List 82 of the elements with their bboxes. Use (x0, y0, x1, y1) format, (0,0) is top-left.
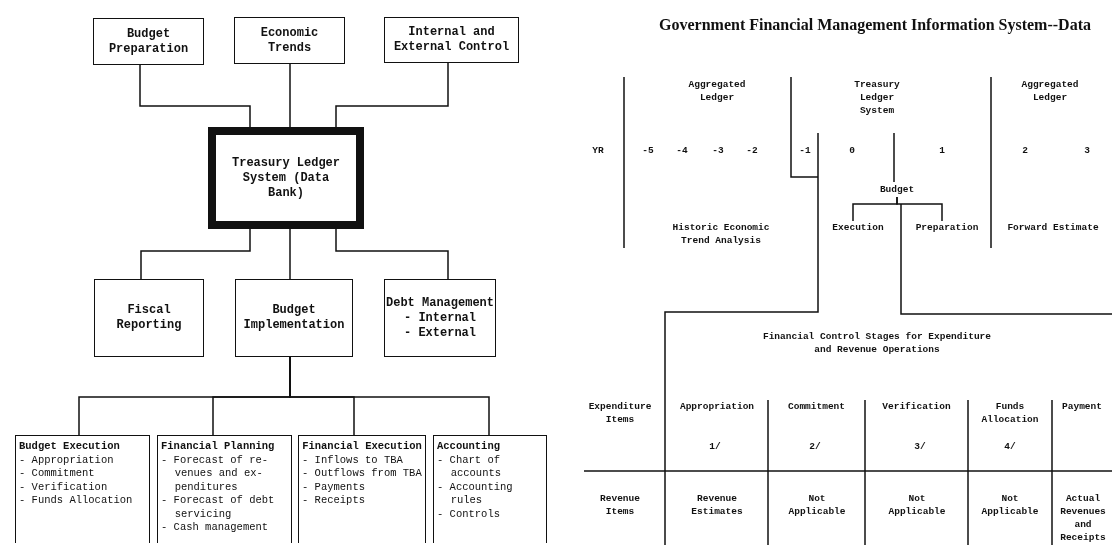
list-item: - Funds Allocation (19, 494, 134, 508)
table-cell-text: Not Applicable (787, 492, 847, 518)
data-bank-box (208, 127, 364, 229)
box-text: Internal and External Control (392, 25, 511, 55)
box-text: Economic Trends (259, 25, 320, 56)
box-text: - External (404, 325, 476, 341)
year-number: 3 (1083, 144, 1091, 157)
process-box (384, 279, 496, 357)
list-item: - Accounting rules (437, 480, 514, 508)
function-box (15, 435, 150, 543)
list-item: - Commitment (19, 467, 96, 481)
box-heading: Financial Planning (161, 440, 276, 454)
function-box (433, 435, 547, 543)
process-box (234, 17, 345, 64)
process-box (93, 18, 204, 65)
list-item: - Verification (19, 480, 109, 494)
box-heading: Budget Execution (19, 440, 121, 454)
list-item: - Cash management (161, 521, 270, 535)
year-number: 2 (1021, 144, 1029, 157)
table-cell-text: Actual Revenues and Receipts (1059, 492, 1107, 544)
function-box (298, 435, 426, 543)
box-text: - Internal (404, 310, 476, 326)
footnote-mark: 3/ (913, 440, 927, 453)
column-heading: Aggregated Ledger (687, 78, 747, 104)
connector-line (139, 64, 251, 128)
list-item: - Chart of accounts (437, 453, 503, 481)
table-cell-text: Commitment (787, 400, 846, 413)
list-item: - Outflows from TBA (302, 467, 422, 481)
table-cell-text: Expenditure Items (587, 400, 653, 426)
box-text: Treasury Ledger System (Data Bank) (231, 155, 341, 201)
year-number: -4 (675, 144, 689, 157)
connector-line (335, 62, 449, 128)
list-item: - Inflows to TBA (302, 453, 404, 467)
table-cell-text: Appropriation (678, 400, 756, 413)
box-heading: Accounting (437, 440, 501, 454)
box-heading: Financial Execution (302, 440, 422, 454)
connector-line (140, 228, 251, 280)
list-item: - Payments (302, 480, 366, 494)
process-box (384, 17, 519, 63)
column-heading: Aggregated Ledger (1020, 78, 1080, 104)
table-cell-text: Verification (881, 400, 952, 413)
box-text: Budget Implementation (242, 303, 346, 333)
table-cell-text: Revenue Estimates (690, 492, 744, 518)
table-cell-text: Payment (1061, 400, 1103, 413)
text-label: Budget (872, 183, 922, 197)
text-label: Execution (820, 221, 896, 235)
footnote-mark: 2/ (808, 440, 822, 453)
period-label: Forward Estimate (1006, 221, 1100, 234)
text-label: Preparation (904, 221, 990, 235)
box-text: Fiscal Reporting (115, 303, 183, 333)
list-item: - Forecast of debt servicing (161, 494, 276, 521)
box-text: Debt Management (386, 295, 494, 311)
footnote-mark: 4/ (1003, 440, 1017, 453)
table-heading: Financial Control Stages for Expenditure and Revenue Operations (761, 330, 992, 356)
year-number: -1 (798, 144, 812, 157)
table-cell-text: Funds Allocation (980, 400, 1040, 426)
diagram-title: Government Financial Management Information System--Data (658, 16, 1092, 34)
connector-line (896, 196, 943, 222)
year-number: -2 (745, 144, 759, 157)
year-number: -3 (711, 144, 725, 157)
process-box (235, 279, 353, 357)
box-text: Budget Preparation (107, 26, 190, 57)
period-label: Historic Economic Trend Analysis (671, 221, 771, 247)
connector-line (289, 228, 291, 280)
connector-line (289, 356, 490, 436)
list-item: - Appropriation (19, 453, 115, 467)
list-item: - Forecast of re- venues and ex- penditures (161, 453, 270, 494)
footnote-mark: 1/ (708, 440, 722, 453)
column-heading: Treasury Ledger System (853, 78, 901, 117)
row-label: YR (591, 144, 605, 157)
list-item: - Receipts (302, 494, 366, 508)
connector-line (289, 63, 291, 128)
list-item: - Controls (437, 507, 501, 521)
year-number: 1 (938, 144, 946, 157)
table-cell-text: Not Applicable (887, 492, 947, 518)
table-cell-text: Revenue Items (599, 492, 641, 518)
connector-line (335, 228, 449, 280)
process-box (94, 279, 204, 357)
function-box (157, 435, 292, 543)
year-number: -5 (641, 144, 655, 157)
year-number: 0 (848, 144, 856, 157)
table-cell-text: Not Applicable (980, 492, 1040, 518)
